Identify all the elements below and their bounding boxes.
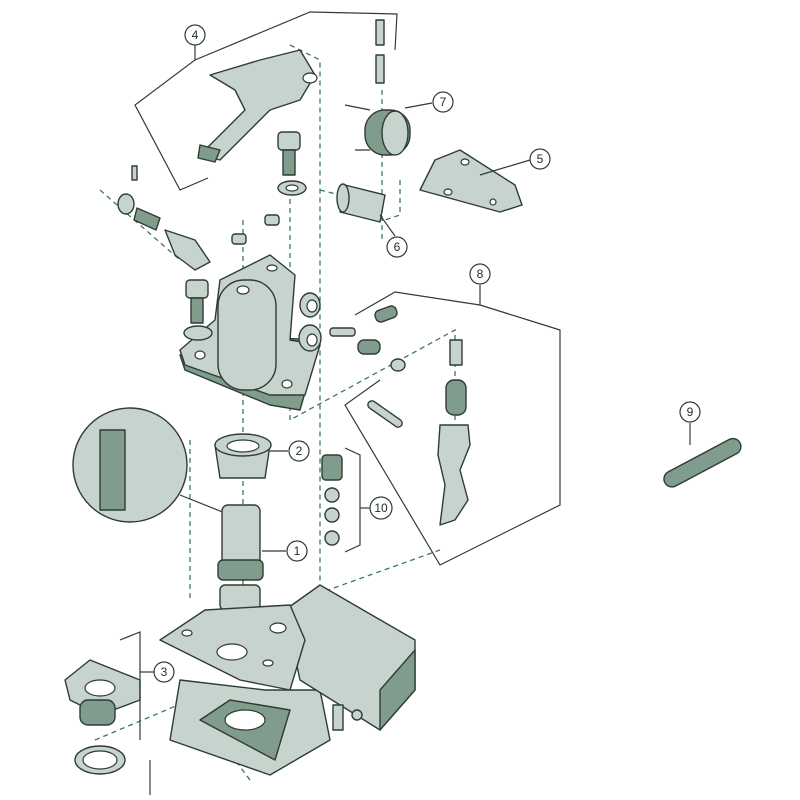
callout-label: 7 bbox=[440, 95, 447, 109]
callout-label: 3 bbox=[161, 665, 168, 679]
part-9-spring bbox=[663, 437, 742, 488]
callout-3: 3 bbox=[153, 661, 175, 683]
callout-8: 8 bbox=[469, 263, 491, 285]
part-7-torsion-spring bbox=[344, 104, 411, 156]
callout-label: 8 bbox=[477, 267, 484, 281]
callout-5: 5 bbox=[529, 148, 551, 170]
part-3-cup-washer bbox=[64, 631, 151, 795]
callout-label: 5 bbox=[537, 152, 544, 166]
valve-housing bbox=[179, 254, 322, 411]
callout-label: 2 bbox=[296, 444, 303, 458]
part-10-spring-balls bbox=[321, 447, 361, 553]
part-5-latch-plate bbox=[419, 149, 523, 213]
part-1-shaft bbox=[217, 504, 264, 611]
leader-lines bbox=[134, 11, 691, 673]
callout-7: 7 bbox=[432, 91, 454, 113]
callout-label: 1 bbox=[294, 544, 301, 558]
part-2-bushing bbox=[214, 433, 272, 479]
callout-10: 10 bbox=[369, 496, 393, 520]
bolt-washer-top bbox=[277, 131, 307, 196]
part-6-sleeve bbox=[336, 183, 386, 223]
callout-label: 9 bbox=[687, 405, 694, 419]
detail-magnifier bbox=[72, 407, 231, 523]
callout-label: 4 bbox=[192, 28, 199, 42]
part-8-trigger-assembly bbox=[329, 305, 471, 526]
left-valve-parts bbox=[117, 165, 280, 271]
callout-label: 6 bbox=[394, 240, 401, 254]
callout-9: 9 bbox=[679, 401, 701, 423]
coupling-base bbox=[159, 584, 416, 776]
callout-6: 6 bbox=[386, 236, 408, 258]
callout-label: 10 bbox=[374, 501, 388, 515]
callout-1: 1 bbox=[286, 540, 308, 562]
part-4-lever bbox=[197, 19, 385, 163]
callout-2: 2 bbox=[288, 440, 310, 462]
callout-4: 4 bbox=[184, 24, 206, 46]
